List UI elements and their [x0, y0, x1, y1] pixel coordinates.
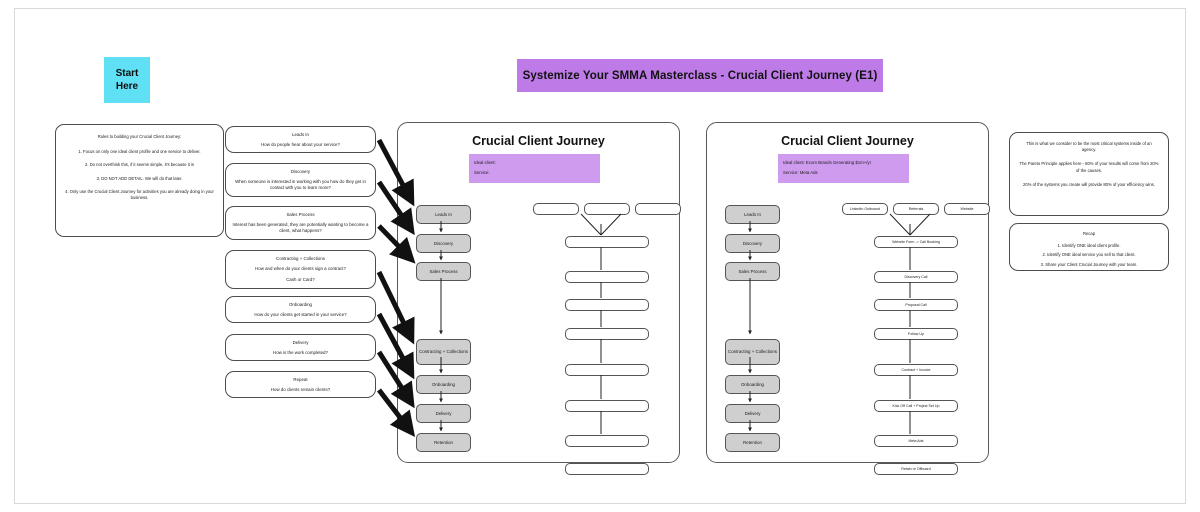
step-box-8[interactable]: Retain or Offboard — [874, 463, 958, 475]
step-box-1[interactable] — [565, 236, 649, 248]
question-title: Onboarding — [289, 302, 312, 307]
rules-item-2: 2. Do not overthink this, if it seems si… — [84, 162, 195, 168]
stage-onboarding[interactable]: Onboarding — [416, 375, 471, 394]
rules-item-3: 3. DO NOT ADD DETAIL. We will do that la… — [96, 175, 183, 181]
stage-contracting-collections[interactable]: Contracting + Collections — [416, 339, 471, 365]
recap-item-3: 3. Share your Client Crucial Journey wit… — [1040, 261, 1138, 267]
question-title: Contracting + Collections — [276, 256, 325, 261]
start-here-line1: Start — [115, 68, 139, 79]
source-box-3[interactable]: Website — [944, 203, 990, 215]
panel-title: Crucial Client Journey — [472, 134, 605, 148]
question-title: Leads In — [292, 132, 309, 137]
journey-panel-example: Crucial Client Journey Ideal client: Eco… — [706, 122, 990, 475]
stage-retention[interactable]: Retention — [725, 433, 780, 452]
step-box-6[interactable]: Kick Off Call + Project Set Up — [874, 400, 958, 412]
question-body: How do your clients get started in your … — [254, 312, 347, 317]
stage-onboarding[interactable]: Onboarding — [725, 375, 780, 394]
journey-panel-blank: Crucial Client Journey Ideal client: Ser… — [397, 122, 681, 475]
question-card-repeat[interactable]: Repeat How do clients remain clients? — [225, 371, 376, 399]
rules-heading: Rules to building your Crucial Client Jo… — [97, 134, 182, 139]
ideal-client-note-example[interactable]: Ideal client: Ecom Brands Generating $1m… — [778, 154, 909, 183]
stage-delivery[interactable]: Delivery — [416, 404, 471, 423]
question-body: How do people hear about your service? — [261, 142, 340, 147]
stage-delivery[interactable]: Delivery — [725, 404, 780, 423]
ideal-client-label: Ideal client: Ecom Brands Generating $1m… — [783, 160, 872, 165]
question-card-onboarding[interactable]: Onboarding How do your clients get start… — [225, 296, 376, 324]
recap-heading: Recap — [1082, 231, 1096, 236]
question-body-secondary: Cash or Card? — [286, 277, 315, 283]
question-card-discovery[interactable]: Discovery When someone is interested in … — [225, 163, 376, 197]
recap-item-1: 1. Identify ONE ideal client profile. — [1057, 243, 1121, 249]
info-line-1: This is what we consider to be the most … — [1026, 141, 1152, 153]
stage-discovery[interactable]: Discovery — [725, 234, 780, 253]
service-label: Service: Meta Ads — [783, 170, 818, 175]
rules-item-1: 1. Focus on only one ideal client profil… — [78, 149, 201, 155]
step-box-3[interactable]: Proposal Call — [874, 299, 958, 311]
step-box-2[interactable]: Discovery Call — [874, 271, 958, 283]
question-card-leads-in[interactable]: Leads In How do people hear about your s… — [225, 126, 376, 154]
step-box-4[interactable] — [565, 328, 649, 340]
step-box-4[interactable]: Follow Up — [874, 328, 958, 340]
question-body: How do clients remain clients? — [270, 387, 331, 392]
question-title: Delivery — [292, 340, 309, 345]
board-title: Systemize Your SMMA Masterclass - Crucia… — [522, 69, 878, 82]
service-label: Service: — [474, 170, 490, 175]
question-card-contracting-collections[interactable]: Contracting + Collections How and when d… — [225, 250, 376, 289]
step-box-6[interactable] — [565, 400, 649, 412]
step-box-1[interactable]: Website Form -> Call Booking — [874, 236, 958, 248]
source-box-2[interactable] — [584, 203, 630, 215]
source-box-1[interactable]: LinkedIn Outbound — [842, 203, 888, 215]
source-box-1[interactable] — [533, 203, 579, 215]
stage-leads-in[interactable]: Leads In — [416, 205, 471, 224]
question-title: Discovery — [290, 169, 311, 174]
info-card: This is what we consider to be the most … — [1009, 132, 1169, 216]
question-body: How and when do your clients sign a cont… — [255, 266, 346, 271]
question-body: When someone is interested in working wi… — [235, 179, 366, 191]
ideal-client-label: Ideal client: — [474, 160, 496, 165]
question-card-sales-process[interactable]: Sales Process Interest has been generate… — [225, 206, 376, 240]
ideal-client-note-blank[interactable]: Ideal client: Service: — [469, 154, 600, 183]
stage-sales-process[interactable]: Sales Process — [416, 262, 471, 281]
step-box-2[interactable] — [565, 271, 649, 283]
step-box-8[interactable] — [565, 463, 649, 475]
question-body: Interest has been generated, they are po… — [232, 222, 369, 234]
question-body: How is the work completed? — [273, 350, 328, 355]
info-line-3: 20% of the systems you create will provi… — [1023, 181, 1155, 187]
stage-leads-in[interactable]: Leads In — [725, 205, 780, 224]
step-box-7[interactable]: Meta Ads — [874, 435, 958, 447]
stage-contracting-collections[interactable]: Contracting + Collections — [725, 339, 780, 365]
question-card-delivery[interactable]: Delivery How is the work completed? — [225, 334, 376, 362]
stage-retention[interactable]: Retention — [416, 433, 471, 452]
info-line-2: The Pareto Principle applies here - 80% … — [1019, 161, 1159, 173]
stage-discovery[interactable]: Discovery — [416, 234, 471, 253]
step-box-5[interactable]: Contract + Invoice — [874, 364, 958, 376]
start-here-badge: Start Here — [104, 57, 150, 103]
panel-title: Crucial Client Journey — [781, 134, 914, 148]
question-title: Repeat — [293, 377, 308, 382]
stage-sales-process[interactable]: Sales Process — [725, 262, 780, 281]
recap-card: Recap 1. Identify ONE ideal client profi… — [1009, 223, 1169, 271]
start-here-line2: Here — [115, 81, 139, 92]
recap-item-2: 2. Identify ONE ideal service you sell t… — [1042, 252, 1136, 258]
source-box-3[interactable] — [635, 203, 681, 215]
step-box-5[interactable] — [565, 364, 649, 376]
step-box-7[interactable] — [565, 435, 649, 447]
board-title-banner: Systemize Your SMMA Masterclass - Crucia… — [517, 59, 883, 92]
question-title: Sales Process — [286, 212, 315, 217]
source-box-2[interactable]: Referrals — [893, 203, 939, 215]
step-box-3[interactable] — [565, 299, 649, 311]
rules-item-4: 4. Only use the Crucial Client Journey f… — [65, 188, 214, 201]
rules-card: Rules to building your Crucial Client Jo… — [55, 124, 224, 237]
